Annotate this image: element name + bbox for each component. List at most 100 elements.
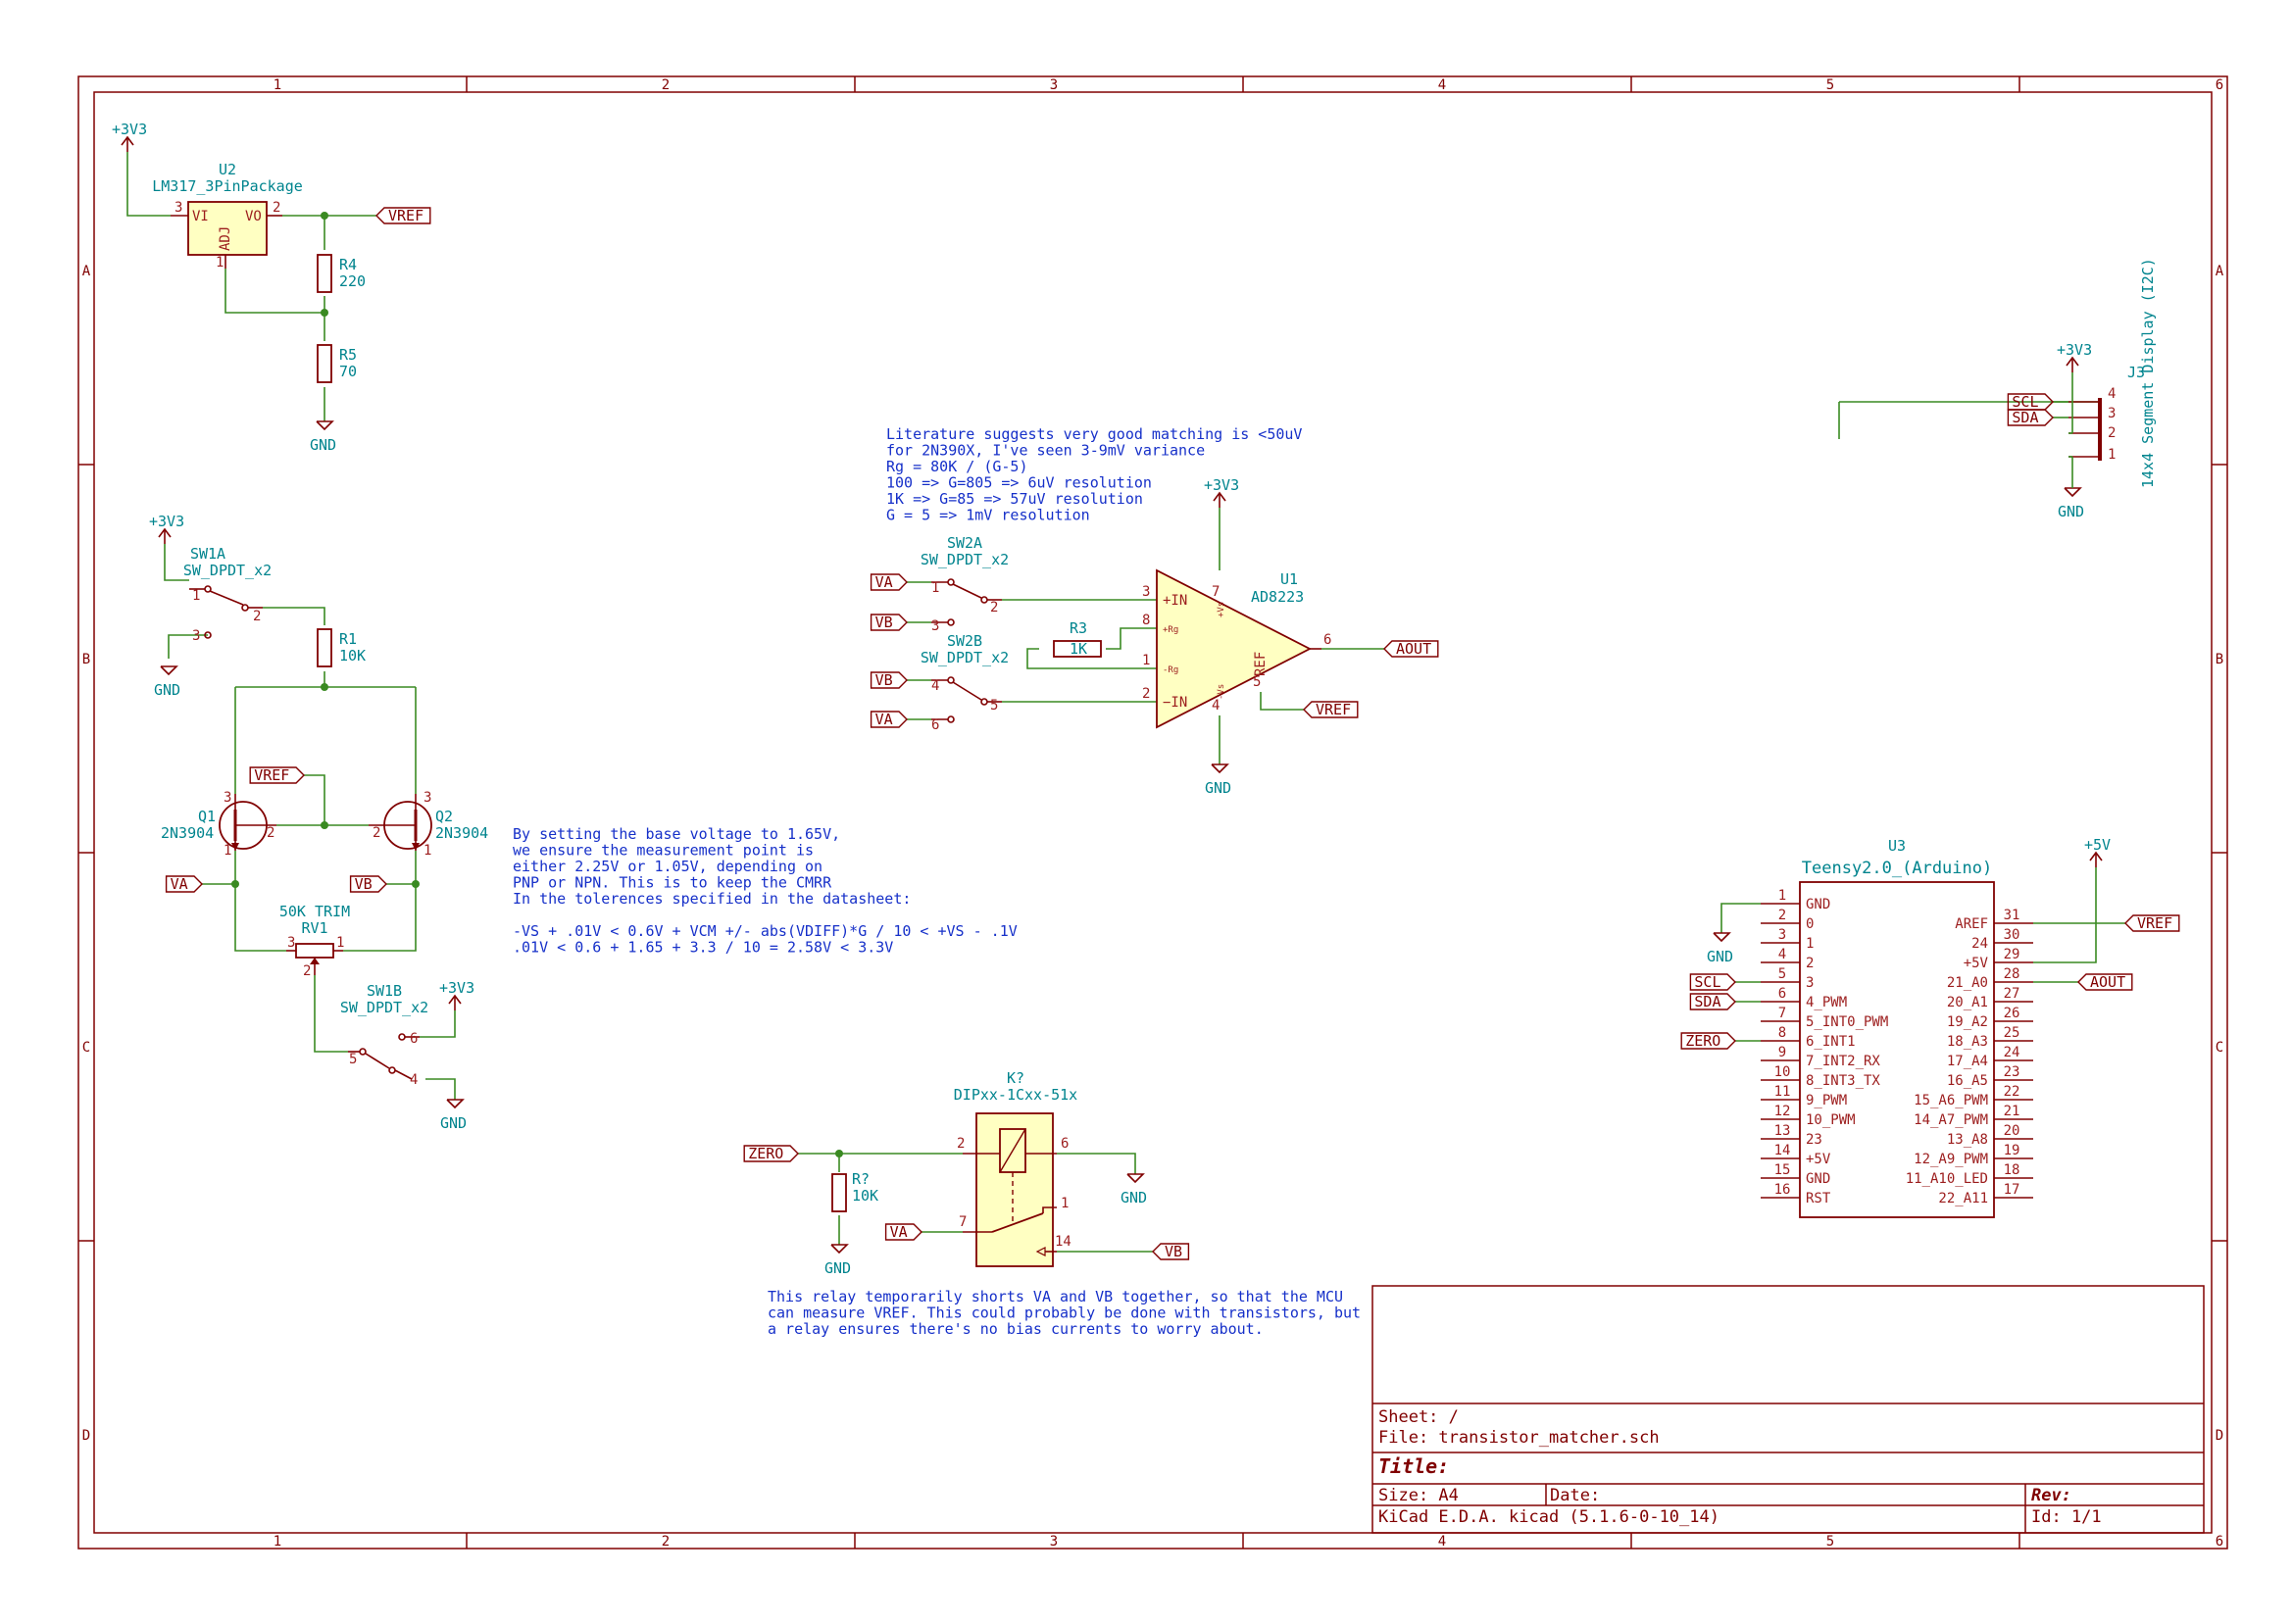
u3-pin-name: AREF <box>1955 916 1988 932</box>
u3-pin-number: 14 <box>1774 1143 1791 1158</box>
u3-pin-number: 25 <box>2004 1025 2020 1041</box>
r5-resistor[interactable]: R5 70 <box>317 344 357 383</box>
u3-pin-name: 11_A10_LED <box>1906 1171 1988 1187</box>
u3-pin-name: 10_PWM <box>1806 1112 1856 1128</box>
r3-resistor[interactable]: R3 1K <box>1053 619 1102 658</box>
net-label-vb: VB <box>1152 1243 1190 1260</box>
u3-pin-number: 1 <box>1778 888 1786 904</box>
net-label-flag <box>870 671 908 689</box>
sw2a-pin: 3 <box>931 618 939 634</box>
sw2b-switch[interactable] <box>931 676 1002 723</box>
net-label-flag <box>743 1145 799 1162</box>
q2-pin: 2 <box>373 825 380 841</box>
net-label-text: VA <box>890 1223 908 1241</box>
power-symbols <box>121 135 2103 1255</box>
u3-pin-number: 18 <box>2004 1162 2020 1178</box>
wires-u3 <box>1720 867 2125 1042</box>
tb-file: File: transistor_matcher.sch <box>1378 1428 1660 1448</box>
u3-pin-name: 19_A2 <box>1947 1014 1988 1030</box>
u2-pin-vo: VO <box>245 209 262 224</box>
power-labels: +3V3 +3V3 +3V3 +3V3 +3V3 +5V GND GND GND… <box>112 121 2111 1277</box>
net-label-flag <box>870 711 908 728</box>
net-label-flag <box>2007 409 2054 426</box>
r1-resistor[interactable]: R1 10K <box>317 628 366 667</box>
u3-pin-name: 12_A9_PWM <box>1914 1152 1988 1167</box>
net-label-flag <box>870 573 908 591</box>
pwr-3v3: +3V3 <box>2057 341 2092 359</box>
net-label-text: VB <box>1165 1243 1182 1260</box>
net-label-flag <box>870 614 908 631</box>
note-line: Literature suggests very good matching i… <box>886 425 1302 443</box>
pwr-gnd: GND <box>1121 1189 1147 1206</box>
sheet-frame <box>77 75 2228 1550</box>
pwr-3v3: +3V3 <box>439 979 474 997</box>
u3-pin-name: 22_A11 <box>1938 1191 1988 1206</box>
u3-pin-name: 8_INT3_TX <box>1806 1073 1880 1089</box>
u1-ref: U1 <box>1280 570 1298 588</box>
tb-id: Id: 1/1 <box>2031 1507 2102 1527</box>
u1-pin-vsp: +Vs <box>1217 602 1226 617</box>
net-label-flag <box>249 766 305 784</box>
net-label-aout: AOUT <box>2077 973 2133 991</box>
u2-pin-adj: ADJ <box>218 226 233 251</box>
wires-j3b <box>2053 401 2072 458</box>
rq-resistor[interactable]: R? 10K <box>831 1170 878 1212</box>
u1-pin-num: 2 <box>1142 686 1150 702</box>
net-label-vb: VB <box>870 614 908 631</box>
col-label: 3 <box>1050 77 1058 93</box>
u3-pin-number: 5 <box>1778 966 1786 982</box>
net-label-va: VA <box>165 875 203 893</box>
sw2a-value: SW_DPDT_x2 <box>921 551 1009 568</box>
u3-ref: U3 <box>1888 837 1906 855</box>
sw1b-switch[interactable] <box>348 1033 420 1080</box>
u3-pin-name: 1 <box>1806 936 1814 952</box>
u3-pin-name: 15_A6_PWM <box>1914 1093 1988 1108</box>
u1-pin-num: 5 <box>1253 674 1261 690</box>
u1-inamp[interactable]: U1 AD8223 +IN −IN +Rg -Rg REF +Vs -Vs 3 … <box>1142 568 1331 729</box>
u3-pin-name: 21_A0 <box>1947 975 1988 991</box>
net-label-sda: SDA <box>2007 409 2054 426</box>
u3-pin-number: 22 <box>2004 1084 2020 1100</box>
col-label: 6 <box>2216 77 2223 93</box>
r1-ref: R1 <box>339 630 357 648</box>
u1-pin-num: 7 <box>1212 584 1220 600</box>
u3-pin-name: 13_A8 <box>1947 1132 1988 1148</box>
u3-pin-name: GND <box>1806 1171 1830 1187</box>
net-label-flag <box>349 875 387 893</box>
net-label-text: ZERO <box>1685 1032 1720 1050</box>
q1-transistor[interactable]: Q1 2N3904 2 3 1 <box>161 790 276 859</box>
k1-relay[interactable]: K? DIPxx-1Cxx-51x 2 6 7 1 14 <box>954 1069 1077 1267</box>
u2-pin-num: 2 <box>273 200 280 216</box>
sw2a-pin: 2 <box>990 600 998 615</box>
u2-regulator[interactable]: U2 LM317_3PinPackage VI VO ADJ 3 2 1 <box>152 161 303 271</box>
u3-pin-number: 23 <box>2004 1064 2020 1080</box>
net-label-flag <box>375 207 431 224</box>
rq-ref: R? <box>852 1170 870 1188</box>
sw2a-switch[interactable] <box>931 578 1002 626</box>
note-line: can measure VREF. This could probably be… <box>768 1304 1361 1322</box>
u3-pin-name: 16_A5 <box>1947 1073 1988 1089</box>
sw2b-ref: SW2B <box>947 632 982 650</box>
sw1a-switch[interactable] <box>189 585 263 639</box>
rv1-pin: 3 <box>287 935 295 951</box>
wires <box>126 152 1384 1253</box>
j3-connector[interactable] <box>2068 398 2102 461</box>
col-label: 4 <box>1438 77 1446 93</box>
u3-pin-name: +5V <box>1964 956 1989 971</box>
sw1a-pin: 3 <box>192 628 200 644</box>
q1-ref: Q1 <box>198 808 216 825</box>
sw1b-value: SW_DPDT_x2 <box>340 999 428 1016</box>
net-label-text: SDA <box>1694 993 1720 1010</box>
u1-pin-rgn: -Rg <box>1163 665 1178 675</box>
u3-pin-name: RST <box>1806 1191 1831 1206</box>
rq-value: 10K <box>852 1187 878 1205</box>
rv1-trimpot[interactable]: 50K TRIM RV1 3 1 2 <box>279 903 350 979</box>
rv1-pin: 1 <box>336 935 344 951</box>
u3-pin-name: 4_PWM <box>1806 995 1847 1010</box>
q2-transistor[interactable]: Q2 2N3904 2 3 1 <box>369 790 488 859</box>
note-line: Rg = 80K / (G-5) <box>886 458 1028 475</box>
u3-teensy[interactable]: U3 Teensy2.0_(Arduino) 1GND2031425364_PW… <box>1761 837 2033 1218</box>
q1-value: 2N3904 <box>161 824 214 842</box>
q2-ref: Q2 <box>435 808 453 825</box>
r4-resistor[interactable]: R4 220 <box>317 254 366 293</box>
